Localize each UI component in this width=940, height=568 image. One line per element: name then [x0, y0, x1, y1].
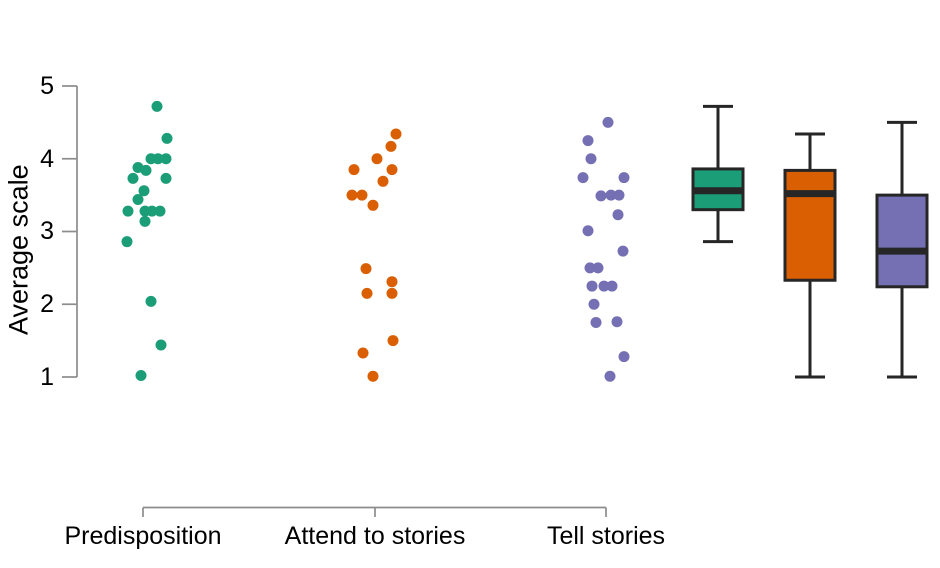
data-dot	[161, 132, 173, 144]
data-dot	[132, 193, 144, 205]
data-dot	[385, 140, 397, 152]
group-label-attend-to-stories: Attend to stories	[284, 522, 466, 550]
data-dot	[595, 190, 607, 202]
data-dot	[357, 347, 369, 359]
data-dot	[588, 298, 600, 310]
data-dot	[135, 370, 147, 382]
data-dot	[598, 280, 610, 292]
data-dot	[367, 370, 379, 382]
data-dot	[361, 287, 373, 299]
data-dot	[371, 153, 383, 165]
data-dot	[604, 370, 616, 382]
y-tick-label-4: 4	[40, 145, 54, 173]
data-dot	[367, 199, 379, 211]
data-dot	[617, 245, 629, 257]
data-dot	[152, 153, 164, 165]
data-dot	[618, 351, 630, 363]
data-dot	[612, 209, 624, 221]
data-dot	[146, 205, 158, 217]
data-dot	[160, 172, 172, 184]
data-dot	[577, 172, 589, 184]
y-tick-label-3: 3	[40, 217, 54, 245]
data-dot	[386, 287, 398, 299]
data-dot	[605, 189, 617, 201]
group-label-predisposition: Predisposition	[64, 522, 222, 550]
data-dot	[386, 276, 398, 288]
y-tick-label-2: 2	[40, 290, 54, 318]
data-dot	[613, 189, 625, 201]
data-dot	[348, 164, 360, 176]
data-dot	[139, 215, 151, 227]
data-dot	[590, 316, 602, 328]
y-tick-label-1: 1	[40, 363, 54, 391]
data-dot	[390, 128, 402, 140]
data-dot	[618, 172, 630, 184]
data-dot	[154, 205, 166, 217]
data-dot	[386, 164, 398, 176]
data-dot	[140, 164, 152, 176]
data-dot	[582, 225, 594, 237]
data-dot	[611, 316, 623, 328]
data-dot	[387, 335, 399, 347]
data-dot	[360, 263, 372, 275]
data-dot	[122, 205, 134, 217]
data-dot	[586, 280, 598, 292]
data-dot	[151, 100, 163, 112]
data-dot	[585, 153, 597, 165]
data-dot	[602, 116, 614, 128]
data-dot	[592, 262, 604, 274]
y-tick-label-5: 5	[40, 72, 54, 100]
data-dot	[346, 189, 358, 201]
group-label-tell-stories: Tell stories	[546, 522, 666, 550]
y-axis-title: Average scale	[3, 164, 34, 336]
data-dot	[121, 236, 133, 248]
data-dot	[584, 262, 596, 274]
data-dot	[145, 295, 157, 307]
data-dot	[377, 175, 389, 187]
box	[875, 193, 929, 289]
data-dot	[356, 189, 368, 201]
data-dot	[138, 185, 150, 197]
data-dot	[582, 135, 594, 147]
data-dot	[606, 280, 618, 292]
box	[783, 168, 837, 282]
data-dot	[127, 172, 139, 184]
data-dot	[160, 153, 172, 165]
data-dot	[155, 339, 167, 351]
